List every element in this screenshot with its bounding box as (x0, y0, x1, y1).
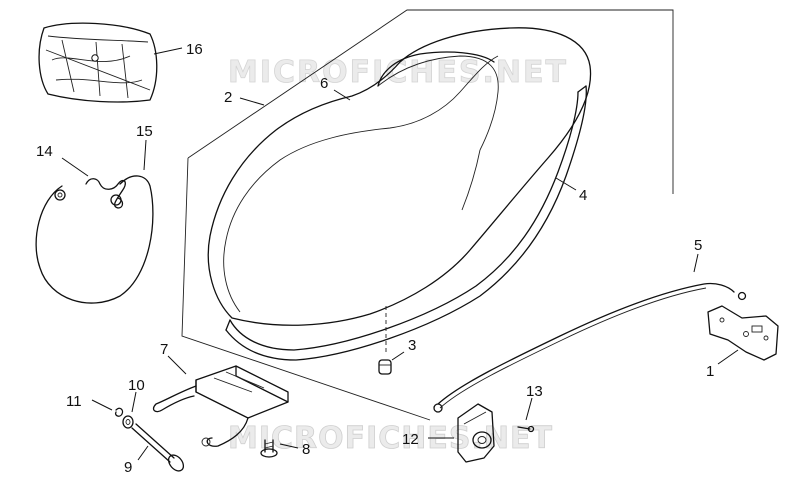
callout-16: 16 (186, 41, 203, 58)
assembly-box-outline (181, 9, 674, 421)
part-11-clip (114, 407, 124, 417)
callout-7: 7 (160, 341, 168, 358)
callout-5: 5 (694, 237, 702, 254)
callout-10: 10 (128, 377, 145, 394)
callout-1: 1 (706, 363, 714, 380)
callout-8: 8 (302, 441, 310, 458)
part-16-seat-cover (38, 22, 158, 103)
watermark-top: MICROFICHES.NET (228, 55, 568, 90)
callout-2: 2 (224, 89, 232, 106)
callout-11: 11 (66, 393, 82, 410)
seat-assembly (207, 27, 592, 361)
callout-13: 13 (526, 383, 543, 400)
leader-lines (61, 47, 739, 461)
part-10-washer (122, 415, 134, 429)
part-13-screw (517, 425, 535, 433)
callout-14: 14 (36, 143, 53, 160)
callout-15: 15 (136, 123, 153, 140)
callout-9: 9 (124, 459, 132, 476)
watermark-bottom: MICROFICHES.NET (228, 421, 553, 456)
callout-4: 4 (579, 187, 587, 204)
part-8-screw (260, 439, 278, 458)
part-3-bumper (378, 359, 392, 375)
callout-labels: 16 2 6 4 14 15 5 3 7 1 11 10 9 8 12 13 (36, 41, 714, 476)
callout-3: 3 (408, 337, 416, 354)
part-14-15-cable (35, 175, 154, 304)
callout-12: 12 (402, 431, 419, 448)
part-1-lock-plate (707, 305, 779, 361)
part-7-hinge-bracket (152, 365, 289, 447)
callout-6: 6 (320, 75, 328, 92)
part-9-pin (131, 423, 185, 472)
part-5-release-cable (433, 282, 747, 413)
part-12-lock-body (457, 403, 495, 463)
